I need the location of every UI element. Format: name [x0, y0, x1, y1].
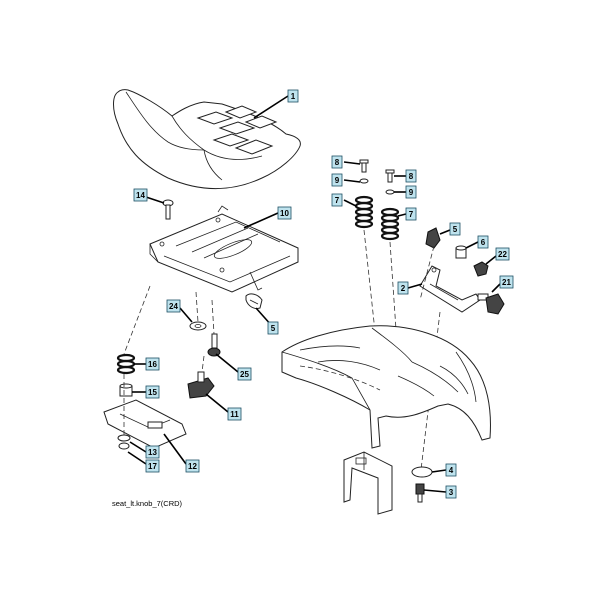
- callout-8-left: 8: [331, 155, 343, 169]
- svg-text:17: 17: [148, 462, 157, 471]
- callout-3: 3: [445, 485, 457, 499]
- callout-15: 15: [145, 385, 160, 399]
- clip-5-right: [425, 227, 441, 249]
- svg-text:5: 5: [271, 324, 276, 333]
- bolt-8-right: [385, 169, 395, 183]
- bolt-3: [415, 483, 425, 503]
- bolt-8-left: [359, 159, 369, 173]
- svg-text:2: 2: [401, 284, 406, 293]
- callout-2: 2: [397, 281, 409, 295]
- callout-24: 24: [166, 299, 181, 313]
- washer-4: [411, 466, 433, 478]
- spring-16: [116, 353, 136, 375]
- svg-text:24: 24: [169, 302, 178, 311]
- svg-text:8: 8: [409, 172, 414, 181]
- callout-17: 17: [145, 459, 160, 473]
- spring-7-left: [354, 195, 374, 229]
- washer-13: [117, 434, 131, 442]
- svg-text:6: 6: [481, 238, 486, 247]
- callout-4: 4: [445, 463, 457, 477]
- washer-9-left: [359, 178, 369, 184]
- nut-17: [118, 442, 130, 450]
- callout-21: 21: [499, 275, 514, 289]
- nut-22: [473, 261, 489, 277]
- svg-text:4: 4: [449, 466, 454, 475]
- washer-24: [189, 321, 207, 331]
- callout-9-left: 9: [331, 173, 343, 187]
- fender: [281, 325, 491, 449]
- svg-text:8: 8: [335, 158, 340, 167]
- callout-7-left: 7: [331, 193, 343, 207]
- svg-text:1: 1: [291, 92, 296, 101]
- bracket-12: [103, 399, 187, 449]
- knob-21: [477, 293, 505, 315]
- svg-text:25: 25: [240, 370, 249, 379]
- seat-pan: [149, 205, 299, 293]
- svg-text:22: 22: [498, 250, 507, 259]
- washer-9-right: [385, 189, 395, 195]
- callout-5-right: 5: [449, 222, 461, 236]
- callout-1: 1: [287, 89, 299, 103]
- seat: [113, 89, 301, 189]
- callout-14: 14: [133, 188, 148, 202]
- svg-text:7: 7: [335, 196, 340, 205]
- svg-text:10: 10: [280, 209, 289, 218]
- svg-text:21: 21: [502, 278, 511, 287]
- bolt-25: [207, 333, 221, 357]
- callout-8-right: 8: [405, 169, 417, 183]
- svg-text:9: 9: [335, 176, 340, 185]
- frame-bracket: [343, 451, 393, 515]
- svg-text:11: 11: [230, 410, 239, 419]
- svg-text:14: 14: [136, 191, 145, 200]
- svg-text:9: 9: [409, 188, 414, 197]
- leader-lines: [127, 95, 501, 493]
- svg-text:3: 3: [449, 488, 454, 497]
- callout-16: 16: [145, 357, 160, 371]
- cap-6: [455, 245, 467, 259]
- svg-text:7: 7: [409, 210, 414, 219]
- bolt-14: [162, 199, 174, 220]
- callout-13: 13: [145, 445, 160, 459]
- callout-6: 6: [477, 235, 489, 249]
- clip-5-left: [245, 293, 263, 309]
- svg-text:15: 15: [148, 388, 157, 397]
- callout-22: 22: [495, 247, 510, 261]
- svg-text:5: 5: [453, 225, 458, 234]
- callout-7-right: 7: [405, 207, 417, 221]
- callout-12: 12: [185, 459, 200, 473]
- svg-text:13: 13: [148, 448, 157, 457]
- callout-9-right: 9: [405, 185, 417, 199]
- bracket-2: [419, 265, 481, 313]
- spring-7-right: [380, 207, 400, 241]
- callout-5-left: 5: [267, 321, 279, 335]
- callout-11: 11: [227, 407, 242, 421]
- diagram-caption: seat_lt.knob_7(CRD): [112, 499, 183, 508]
- callout-25: 25: [237, 367, 252, 381]
- knob-11: [187, 371, 215, 399]
- bushing-15: [119, 383, 133, 397]
- svg-text:12: 12: [188, 462, 197, 471]
- callout-10: 10: [277, 206, 292, 220]
- svg-text:16: 16: [148, 360, 157, 369]
